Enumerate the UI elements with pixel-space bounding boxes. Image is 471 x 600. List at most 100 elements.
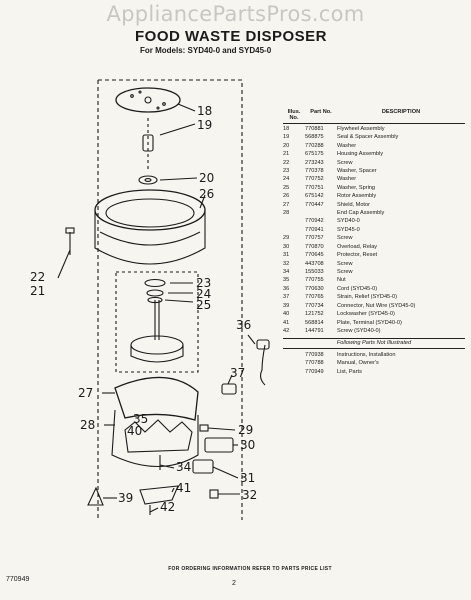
callout-20: 20 bbox=[199, 171, 215, 185]
callout-31: 31 bbox=[240, 471, 256, 485]
cell-desc: Screw bbox=[337, 235, 353, 242]
cell-illus: 19 bbox=[283, 134, 290, 141]
housing bbox=[94, 189, 206, 231]
cell-part: 770788 bbox=[305, 360, 324, 367]
table-row: 34 155033 Screw bbox=[283, 269, 465, 275]
page-title: FOOD WASTE DISPOSER bbox=[135, 28, 328, 45]
cell-desc: SYD45-0 bbox=[337, 226, 360, 233]
cell-part: 770288 bbox=[305, 142, 324, 149]
cell-illus: 35 bbox=[283, 277, 290, 284]
cell-desc: Connector, Nut Wire (SYD45-0) bbox=[337, 302, 416, 309]
cell-part: 155033 bbox=[305, 269, 324, 276]
callout-28: 28 bbox=[80, 418, 96, 432]
cell-desc: Washer bbox=[337, 176, 357, 183]
cell-part: 770941 bbox=[305, 226, 324, 233]
callout-30: 30 bbox=[240, 438, 256, 452]
table-row: 770949 List, Parts bbox=[283, 369, 465, 375]
cell-illus: 41 bbox=[283, 319, 290, 326]
cell-illus: 27 bbox=[283, 201, 290, 208]
parts-table-header: Illus. No. Part No. DESCRIPTION bbox=[283, 109, 465, 124]
cell-illus: 34 bbox=[283, 269, 290, 276]
cell-desc: Nut bbox=[337, 277, 346, 284]
exploded-diagram bbox=[57, 79, 270, 520]
end-cap bbox=[111, 409, 199, 468]
cell-desc: Screw bbox=[337, 159, 353, 166]
cell-illus bbox=[283, 218, 305, 224]
callout-25: 25 bbox=[196, 298, 212, 312]
header-part: Part No. bbox=[310, 109, 332, 115]
cell-part: 770881 bbox=[305, 125, 324, 132]
cell-desc: Cord (SYD45-0) bbox=[337, 285, 378, 292]
rotor-box bbox=[115, 271, 199, 373]
cell-part: 770949 bbox=[305, 368, 324, 375]
cell-desc: End Cap Assembly bbox=[337, 210, 385, 217]
overload-relay bbox=[204, 437, 234, 453]
cell-desc: SYD40-0 bbox=[337, 218, 360, 225]
cell-desc: Manual, Owner's bbox=[337, 360, 379, 367]
cell-part: 770757 bbox=[305, 235, 324, 242]
cell-part: 770942 bbox=[305, 218, 324, 225]
cell-desc: Screw bbox=[337, 269, 353, 276]
callout-40: 40 bbox=[127, 424, 143, 438]
protector bbox=[192, 459, 214, 474]
cell-desc: Overload, Relay bbox=[337, 243, 378, 250]
cell-illus: 25 bbox=[283, 184, 290, 191]
cell-desc: Rotor Assembly bbox=[337, 193, 377, 200]
cell-desc: Flywheel Assembly bbox=[337, 125, 385, 132]
callout-36: 36 bbox=[236, 318, 252, 332]
washer-20 bbox=[138, 175, 158, 185]
cell-illus: 30 bbox=[283, 243, 290, 250]
cell-desc: Seal & Spacer Assembly bbox=[337, 134, 399, 141]
callout-34: 34 bbox=[176, 460, 192, 474]
cell-part: 568875 bbox=[305, 134, 324, 141]
cell-desc: Instructions, Installation bbox=[337, 351, 396, 358]
cell-part: 675142 bbox=[305, 193, 324, 200]
terminal-plate bbox=[139, 485, 179, 505]
cell-desc: Protector, Reset bbox=[337, 252, 378, 259]
table-row: 770941 SYD45-0 bbox=[283, 227, 465, 233]
cell-desc: Washer, Spacer bbox=[337, 167, 377, 174]
cell-illus: 23 bbox=[283, 167, 290, 174]
cell-illus: 40 bbox=[283, 311, 290, 318]
not-illustrated-title: Following Parts Not Illustrated bbox=[283, 338, 465, 349]
table-row: 770938 Instructions, Installation bbox=[283, 352, 465, 358]
cell-part: 770938 bbox=[305, 351, 324, 358]
callout-19: 19 bbox=[197, 118, 213, 132]
table-row: 28 End Cap Assembly bbox=[283, 210, 465, 216]
cell-part: 443708 bbox=[305, 260, 324, 267]
table-row: 27 770447 Shield, Motor bbox=[283, 202, 465, 208]
watermark: AppliancePartsPros.com bbox=[106, 2, 365, 26]
callout-21: 21 bbox=[30, 284, 46, 298]
cell-desc: List, Parts bbox=[337, 368, 362, 375]
table-row: 35 770755 Nut bbox=[283, 277, 465, 283]
cell-illus: 32 bbox=[283, 260, 290, 267]
cell-illus bbox=[283, 360, 305, 366]
assembly-outline bbox=[98, 79, 243, 520]
cell-desc: Shield, Motor bbox=[337, 201, 370, 208]
callout-35: 35 bbox=[133, 412, 149, 426]
cell-desc: Strain, Relief (SYD45-0) bbox=[337, 294, 397, 301]
cell-part: 770734 bbox=[305, 302, 324, 309]
cell-desc: Screw (SYD40-0) bbox=[337, 327, 381, 334]
cell-illus bbox=[283, 227, 305, 233]
page-number: 2 bbox=[232, 580, 236, 587]
cell-illus: 24 bbox=[283, 176, 290, 183]
wire-nut bbox=[87, 486, 104, 506]
callout-29: 29 bbox=[238, 423, 254, 437]
cell-part: 770765 bbox=[305, 294, 324, 301]
callout-23: 23 bbox=[196, 276, 212, 290]
cell-part: 770755 bbox=[305, 277, 324, 284]
header-illus: Illus. No. bbox=[287, 109, 301, 122]
cell-part: 770447 bbox=[305, 201, 324, 208]
cell-illus: 28 bbox=[283, 210, 290, 217]
cell-illus: 37 bbox=[283, 294, 290, 301]
